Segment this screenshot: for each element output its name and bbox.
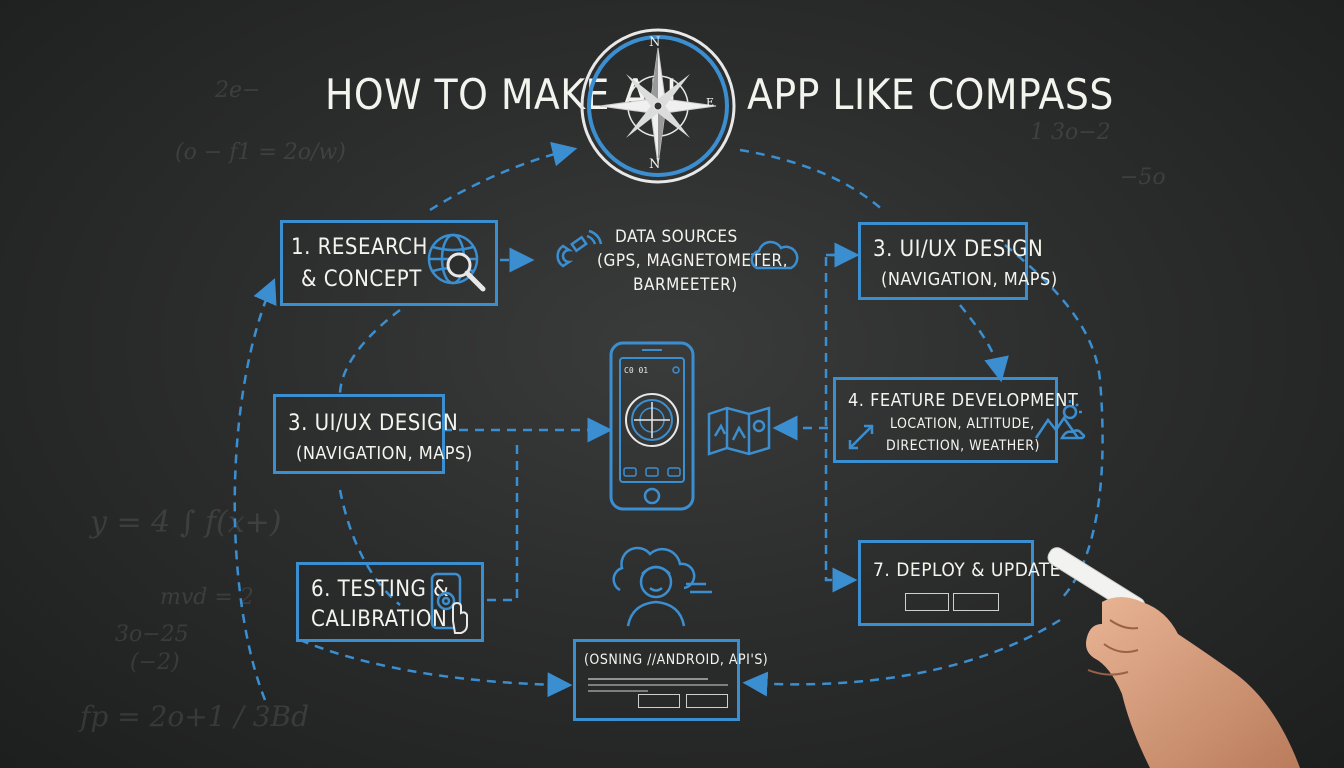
os-platform-box: (OSNING //ANDROID, API'S) (573, 639, 768, 721)
step-feature-box: 4. FEATURE DEVELOPMENT LOCATION, ALTITUD… (833, 377, 1078, 463)
background-scribble: mvd = 2 (160, 585, 254, 610)
line-deploy-bracket (824, 253, 858, 593)
step-uiux-left-title: 3. UI/UX DESIGN (288, 411, 459, 436)
folded-map-icon (707, 406, 771, 456)
page-title-left: HOW TO MAKE AN (325, 70, 678, 119)
background-scribble: (−2) (130, 650, 180, 675)
os-text-line (588, 684, 728, 686)
os-text-line (588, 678, 708, 680)
app-store-badge (905, 593, 949, 611)
step-feature-title: 4. FEATURE DEVELOPMENT (848, 390, 1079, 411)
step-uiux-box-left: 3. UI/UX DESIGN (NAVIGATION, MAPS) (273, 394, 472, 474)
arc-uiux-to-feature (959, 304, 1009, 383)
step-feature-line2: LOCATION, ALTITUDE, (890, 416, 1035, 432)
play-store-badge (686, 694, 728, 708)
step-uiux-box-top: 3. UI/UX DESIGN (NAVIGATION, MAPS) (858, 222, 1057, 300)
phone-touch-icon (430, 572, 468, 634)
step-testing-subtitle: CALIBRATION (311, 607, 448, 632)
step-uiux-top-title: 3. UI/UX DESIGN (873, 237, 1044, 262)
step-testing-box: 6. TESTING & CALIBRATION (296, 562, 484, 642)
cloud-icon (750, 240, 799, 270)
line-testing-to-phone (487, 440, 519, 602)
arc-research-down (338, 309, 401, 396)
background-scribble: −5o (1120, 165, 1166, 190)
arc-bottom-left (299, 638, 573, 698)
phone-status-text: C0 01 (624, 366, 649, 375)
app-store-badge (638, 694, 680, 708)
satellite-magnet-icon (556, 229, 603, 268)
arc-left (233, 278, 277, 701)
phone-mockup: C0 01 (608, 340, 696, 512)
compass-south-label: N (649, 157, 661, 172)
compass-east-label: E (706, 96, 715, 109)
background-scribble: 2e− (215, 78, 261, 103)
background-scribble: (o − f1 = 2o/w) (175, 140, 346, 165)
background-scribble: 1 3o−2 (1030, 120, 1111, 145)
step-uiux-left-subtitle: (NAVIGATION, MAPS) (296, 443, 473, 464)
play-store-badge (953, 593, 999, 611)
compass-logo: N N E (578, 26, 738, 186)
arc-top-left (429, 141, 578, 212)
step-research-box: 1. RESEARCH & CONCEPT (280, 220, 498, 306)
globe-magnifier-icon (427, 233, 486, 292)
step-uiux-top-subtitle: (NAVIGATION, MAPS) (881, 269, 1058, 290)
data-sources-line3: BARMEETER) (633, 275, 738, 295)
arc-top-right (739, 148, 886, 213)
background-scribble: y = 4 ∫ f(x+) (90, 505, 282, 540)
resize-arrow-icon (848, 424, 874, 450)
step-testing-title: 6. TESTING & (311, 577, 450, 602)
step-research-subtitle: & CONCEPT (301, 267, 422, 292)
compass-north-label: N (649, 35, 661, 50)
data-sources-title: DATA SOURCES (615, 227, 738, 247)
step-feature-line3: DIRECTION, WEATHER) (886, 438, 1040, 454)
background-scribble: 3o−25 (115, 622, 189, 647)
arc-bottom-right (742, 618, 1061, 697)
background-scribble: fp = 2o+1 / 3Bd (80, 700, 310, 733)
mountain-sun-icon (1034, 400, 1086, 440)
compass-rose-icon (580, 28, 736, 184)
page-title-right: APP LIKE COMPASS (747, 70, 1114, 119)
step-deploy-title: 7. DEPLOY & UPDATE (873, 559, 1061, 581)
os-platform-title: (OSNING //ANDROID, API'S) (584, 652, 769, 668)
arc-inner-left (338, 489, 401, 606)
step-deploy-box: 7. DEPLOY & UPDATE (858, 540, 1060, 626)
os-text-line (588, 690, 648, 692)
step-research-title: 1. RESEARCH (291, 235, 428, 260)
person-cloud-icon (612, 546, 712, 627)
data-sources-line2: (GPS, MAGNETOMETER, (597, 251, 788, 271)
hand-with-chalk (1047, 547, 1300, 768)
